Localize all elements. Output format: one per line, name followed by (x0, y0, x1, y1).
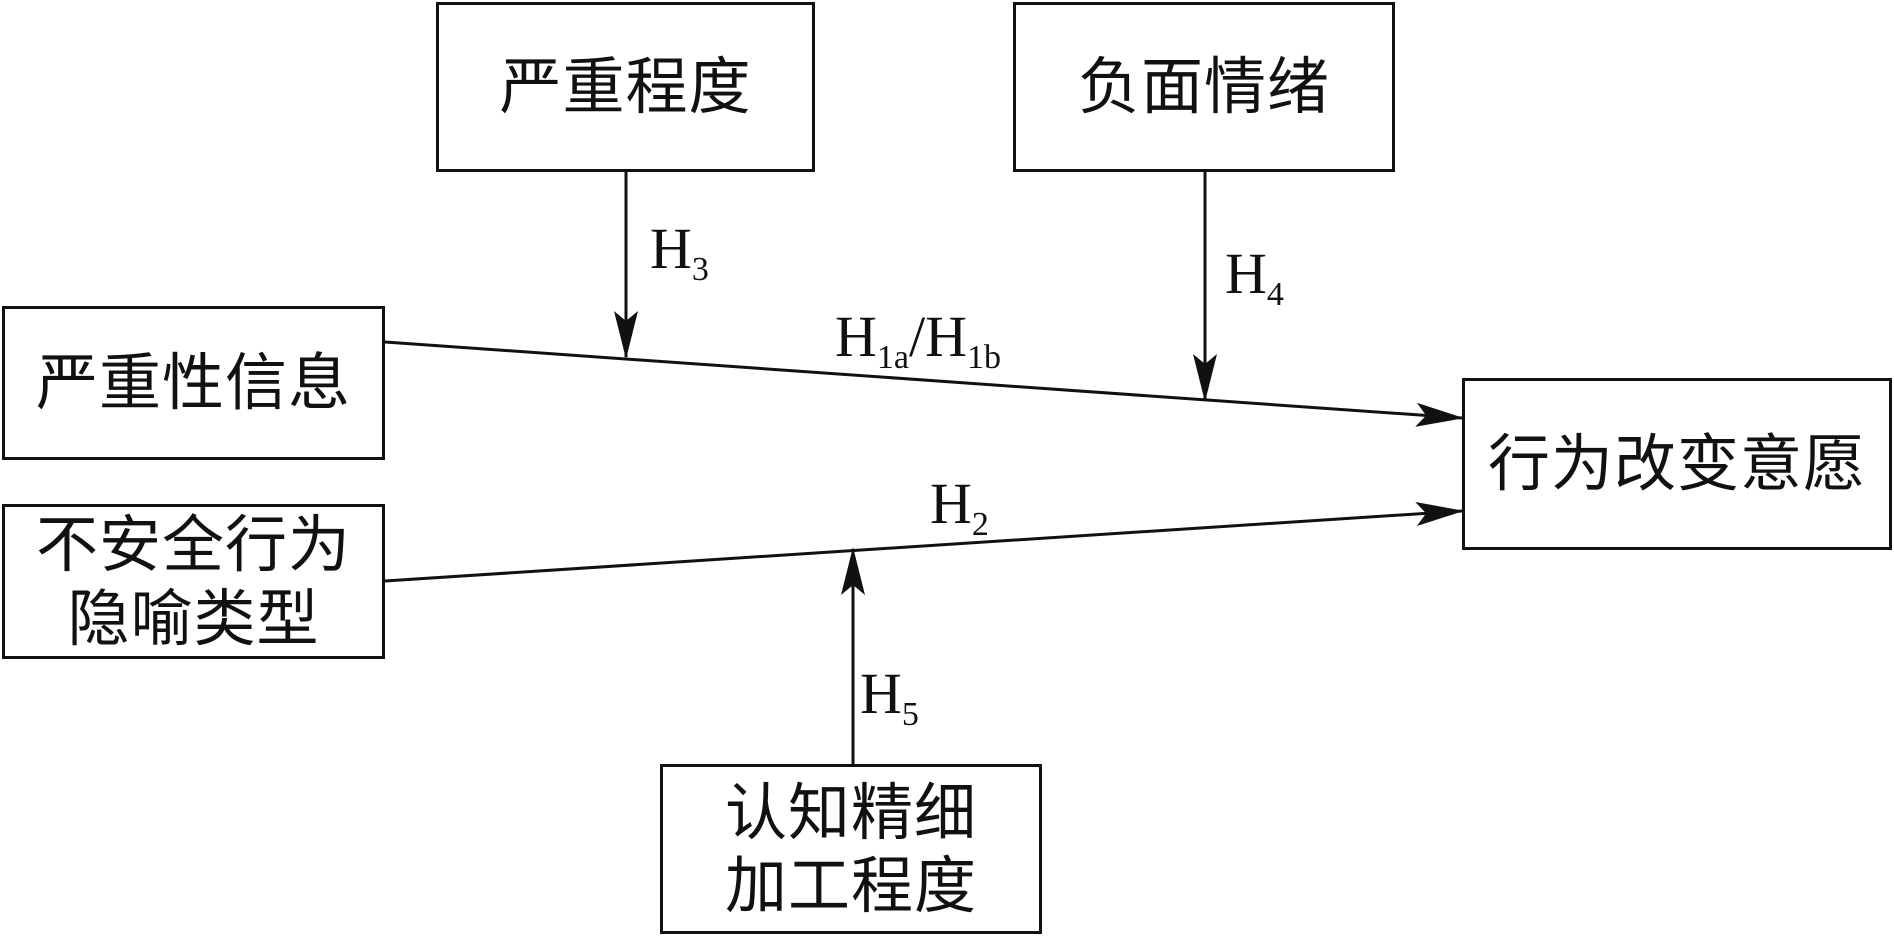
label-h2: H2 (930, 475, 989, 542)
node-negative-emotion: 负面情绪 (1013, 2, 1395, 172)
node-severity-info-label: 严重性信息 (35, 346, 351, 420)
label-h2-sub: 2 (971, 506, 989, 543)
node-negative-emotion-label: 负面情绪 (1077, 50, 1330, 124)
label-h4-sub: 4 (1266, 276, 1284, 313)
node-severity-level: 严重程度 (436, 2, 815, 172)
label-h1: H1a/H1b (835, 308, 1001, 375)
label-h5: H5 (860, 665, 919, 732)
node-elaboration: 认知精细 加工程度 (660, 764, 1042, 934)
node-behavior-change: 行为改变意愿 (1462, 378, 1892, 550)
label-h5-main: H (860, 661, 902, 726)
label-h1-sub-2: 1b (967, 339, 1001, 376)
label-h4: H4 (1225, 245, 1284, 312)
label-h1-separator: / (908, 304, 926, 369)
node-severity-level-label: 严重程度 (499, 50, 752, 124)
label-h3-main: H (650, 216, 692, 281)
label-h2-main: H (930, 471, 972, 536)
label-h1-main-2: H (925, 304, 967, 369)
label-h5-sub: 5 (901, 696, 919, 733)
node-severity-info: 严重性信息 (2, 306, 385, 460)
node-metaphor-type: 不安全行为 隐喻类型 (2, 504, 385, 659)
node-behavior-change-label: 行为改变意愿 (1487, 427, 1866, 501)
node-metaphor-type-line-1: 不安全行为 (35, 508, 351, 582)
label-h3: H3 (650, 220, 709, 287)
label-h3-sub: 3 (691, 251, 709, 288)
edge-metaphor-type-to-behavior-change (384, 502, 1464, 583)
label-h1-sub-1: 1a (876, 339, 909, 376)
node-elaboration-line-1: 认知精细 (724, 775, 977, 849)
edge-severity-info-to-behavior-change (384, 340, 1464, 427)
label-h1-main-1: H (835, 304, 877, 369)
node-metaphor-type-line-2: 隐喻类型 (67, 581, 320, 655)
node-elaboration-line-2: 加工程度 (724, 849, 977, 922)
label-h4-main: H (1225, 241, 1267, 306)
